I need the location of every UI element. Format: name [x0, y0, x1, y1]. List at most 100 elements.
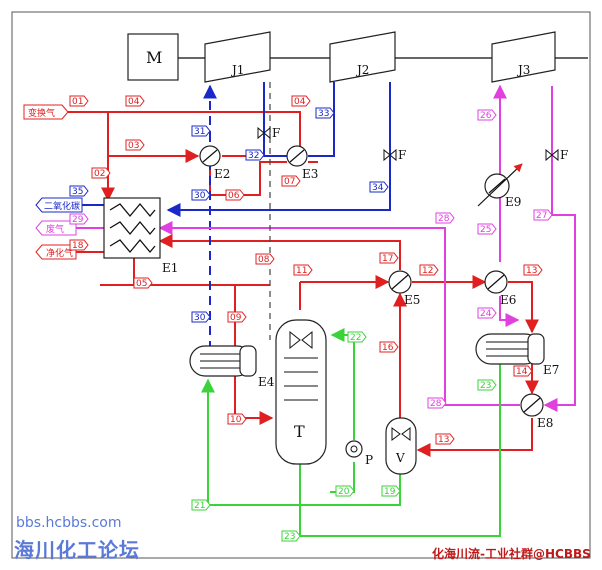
svg-text:34: 34 — [372, 183, 384, 193]
exchanger-e8-label: E8 — [537, 416, 553, 430]
valve-3 — [545, 148, 559, 162]
stream-tag-06: 06 — [225, 189, 245, 201]
reboiler-e7-label: E7 — [543, 363, 559, 377]
svg-text:03: 03 — [128, 141, 139, 151]
exchanger-e9-label: E9 — [505, 195, 521, 209]
svg-text:24: 24 — [480, 309, 492, 319]
blue-streams — [40, 82, 391, 350]
stream-tags: 01 04 04 03 02 06 07 08 05 09 10 11 17 1… — [69, 95, 553, 542]
exchanger-e9 — [477, 163, 523, 207]
exchanger-e1-coil — [109, 202, 156, 254]
svg-text:33: 33 — [318, 109, 329, 119]
svg-text:29: 29 — [72, 215, 84, 225]
valve-1 — [257, 126, 271, 140]
svg-text:06: 06 — [228, 191, 240, 201]
svg-text:12: 12 — [422, 266, 433, 276]
watermark-credit: 化海川流-工业社群@HCBBS — [432, 547, 591, 561]
stream-tag-13b: 13 — [435, 433, 455, 445]
compressor-j1-label: J1 — [230, 63, 244, 77]
svg-text:23: 23 — [284, 532, 295, 542]
svg-text:35: 35 — [72, 187, 83, 197]
svg-text:废气: 废气 — [46, 223, 64, 235]
compressor-j3 — [491, 31, 556, 83]
svg-text:30: 30 — [194, 191, 206, 201]
stream-tag-05: 05 — [133, 277, 153, 289]
svg-text:25: 25 — [480, 225, 491, 235]
stream-tag-32: 32 — [245, 149, 265, 161]
stream-tag-08: 08 — [255, 253, 275, 265]
stream-tag-23b: 23 — [281, 530, 301, 542]
exchanger-e8 — [520, 393, 544, 417]
watermark-site: bbs.hcbbs.com — [16, 515, 122, 531]
stream-tag-34: 34 — [369, 181, 389, 193]
reboiler-e7 — [475, 333, 545, 365]
stream-tag-23: 23 — [477, 379, 497, 391]
svg-text:05: 05 — [136, 279, 147, 289]
exchanger-e2 — [199, 145, 221, 167]
stream-tag-11: 11 — [293, 264, 313, 276]
valve-1-label: F — [272, 126, 280, 140]
svg-text:08: 08 — [258, 255, 270, 265]
compressor-j3-label: J3 — [516, 63, 530, 77]
stream-tag-28a: 28 — [435, 212, 455, 224]
stream-tag-03: 03 — [125, 139, 145, 151]
stream-tag-17: 17 — [379, 252, 399, 264]
feed-inlet-tag: 变换气 — [23, 104, 69, 120]
stream-tag-01: 01 — [69, 95, 89, 107]
stream-tag-31: 31 — [191, 125, 211, 137]
valve-2 — [383, 148, 397, 162]
co2-outlet-tag: 二氧化碳 — [35, 197, 83, 213]
stream-tag-29: 29 — [69, 213, 89, 225]
stream-tag-16: 16 — [379, 341, 399, 353]
stream-tag-25: 25 — [477, 223, 497, 235]
svg-text:变换气: 变换气 — [28, 107, 55, 119]
exchanger-e5 — [388, 270, 412, 294]
stream-tag-04a: 04 — [125, 95, 145, 107]
svg-text:23: 23 — [480, 381, 491, 391]
stream-tag-24: 24 — [477, 307, 497, 319]
svg-text:07: 07 — [284, 177, 295, 187]
svg-text:28: 28 — [430, 399, 442, 409]
pump-p — [345, 440, 363, 458]
svg-text:20: 20 — [338, 487, 350, 497]
exchanger-e3-label: E3 — [302, 167, 318, 181]
svg-text:16: 16 — [382, 343, 394, 353]
compressor-j1 — [204, 31, 271, 83]
svg-text:01: 01 — [72, 97, 83, 107]
vessel-v-label: V — [395, 451, 405, 465]
exchanger-e1-label: E1 — [162, 261, 178, 275]
stream-tag-22: 22 — [347, 331, 367, 343]
watermark-forum: 海川化工论坛 — [14, 538, 140, 562]
stream-tag-30a: 30 — [191, 189, 211, 201]
svg-text:30: 30 — [194, 313, 206, 323]
motor-label: M — [146, 48, 162, 67]
stream-tag-02: 02 — [91, 167, 111, 179]
motor-box — [127, 33, 179, 81]
tower-t — [275, 319, 327, 465]
diagram-frame — [11, 11, 591, 559]
green-streams — [201, 328, 501, 537]
svg-text:04: 04 — [294, 97, 306, 107]
reboiler-e4 — [189, 345, 257, 377]
valve-2-label: F — [398, 148, 406, 162]
exchanger-e5-label: E5 — [404, 293, 420, 307]
stream-tag-28b: 28 — [427, 397, 447, 409]
svg-text:27: 27 — [536, 211, 547, 221]
svg-text:19: 19 — [384, 487, 396, 497]
svg-text:21: 21 — [194, 501, 205, 511]
exchanger-e6-label: E6 — [500, 293, 516, 307]
svg-text:32: 32 — [248, 151, 259, 161]
stream-tag-09: 09 — [227, 311, 247, 323]
stream-tag-18: 18 — [69, 239, 89, 251]
valve-3-label: F — [560, 148, 568, 162]
svg-text:02: 02 — [94, 169, 105, 179]
stream-tag-04b: 04 — [291, 95, 311, 107]
stream-tag-13a: 13 — [523, 264, 543, 276]
stream-tag-14: 14 — [513, 365, 533, 377]
svg-text:14: 14 — [516, 367, 528, 377]
stream-tag-30b: 30 — [191, 311, 211, 323]
stream-tag-21: 21 — [191, 499, 211, 511]
svg-text:04: 04 — [128, 97, 140, 107]
compressor-j2 — [329, 31, 396, 83]
